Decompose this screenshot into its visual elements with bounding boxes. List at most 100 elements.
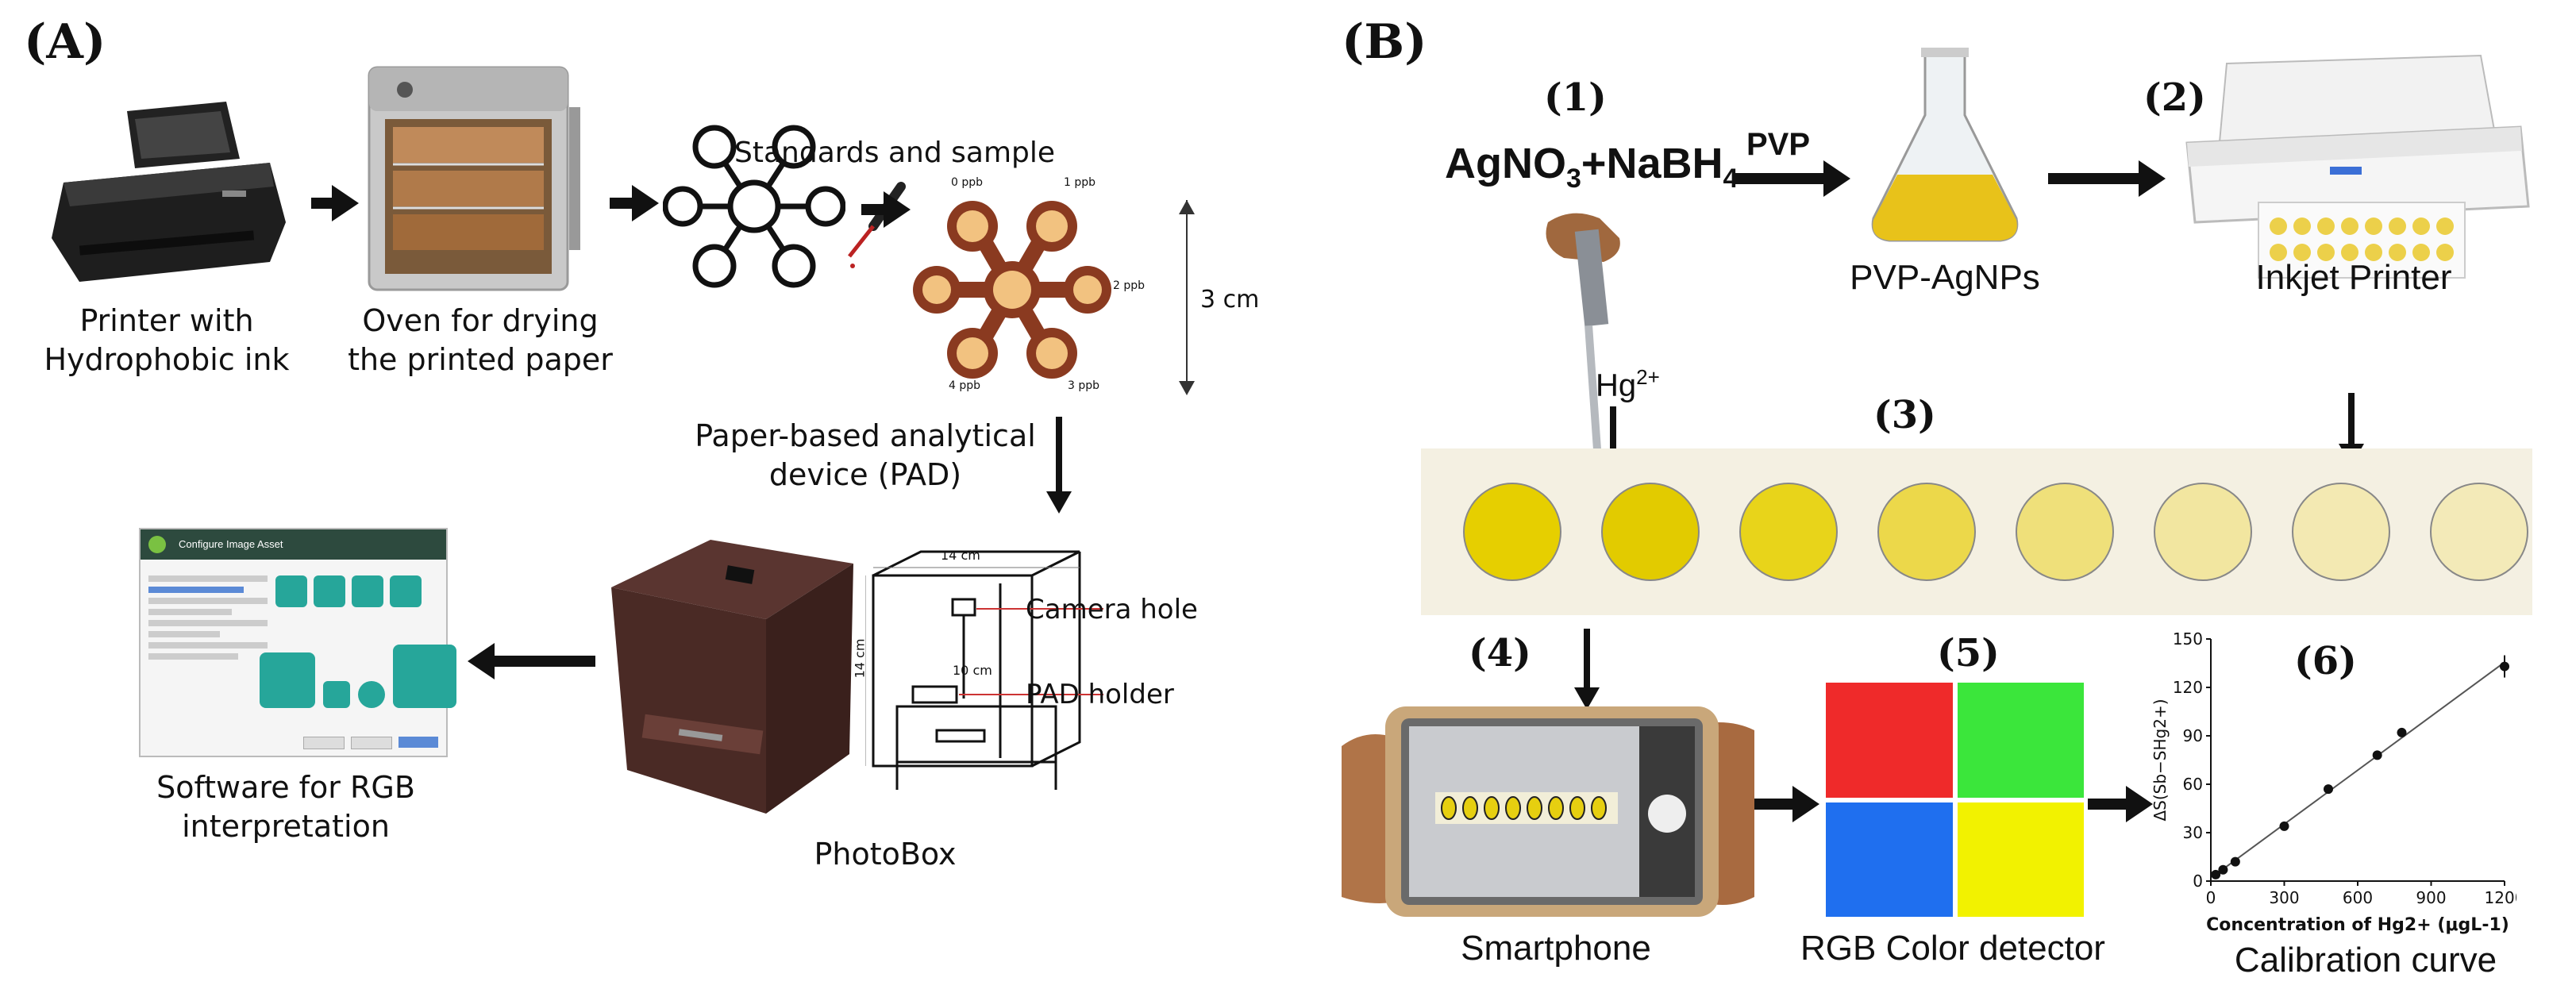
data-point-2 — [2230, 856, 2240, 867]
arrow-printer-to-oven — [311, 185, 359, 221]
step-2-label: (2) — [2143, 75, 2206, 120]
arrow-pad-to-photobox — [1046, 417, 1072, 514]
flask-image — [1871, 48, 2019, 242]
arrow-photobox-to-software — [468, 643, 595, 679]
arrow-smartphone-to-rgb — [1754, 786, 1819, 822]
rgb-detector-label: RGB Color detector — [1800, 929, 2105, 968]
step-4-label: (4) — [1469, 631, 1531, 675]
arrow-reagents-to-flask — [1735, 160, 1850, 197]
printed-pad-image — [913, 191, 1111, 389]
pad-label-2: 2 ppb — [1113, 279, 1146, 292]
y-tick-label-0: 0 — [2193, 872, 2203, 891]
rgb-blue-swatch — [1826, 802, 1953, 917]
well-2 — [1739, 483, 1838, 581]
photobox-caption: PhotoBox — [814, 837, 957, 872]
x-axis-title: Concentration of Hg2+ (μgL-1) — [2206, 915, 2509, 935]
data-point-3 — [2279, 821, 2289, 831]
y-tick-label-2: 60 — [2183, 775, 2203, 794]
step-5-label: (5) — [1937, 631, 2000, 675]
well-3 — [1877, 483, 1976, 581]
photobox-schematic — [865, 550, 1103, 790]
step-3-label: (3) — [1873, 393, 1936, 437]
x-tick-label-2: 600 — [2343, 888, 2373, 907]
y-tick-label-4: 120 — [2173, 678, 2203, 697]
software-window: Configure Image Asset — [139, 528, 456, 757]
arrow-flask-to-printer — [2048, 160, 2166, 197]
pad-size-label: 3 cm — [1200, 286, 1260, 314]
box-inner-label: 10 cm — [953, 663, 992, 678]
arrow-strip-to-smartphone — [1574, 629, 1600, 710]
rgb-red-swatch — [1826, 683, 1953, 798]
photobox-image — [611, 540, 853, 814]
y-tick-label-3: 90 — [2183, 726, 2203, 745]
reagents-formula: AgNO3+NaBH4 — [1445, 139, 1738, 194]
y-tick-label-1: 30 — [2183, 823, 2203, 842]
printer-caption: Printer with Hydrophobic ink — [24, 302, 310, 379]
pvp-label: PVP — [1746, 127, 1811, 162]
smartphone-image — [1342, 706, 1754, 917]
data-point-1 — [2218, 864, 2228, 875]
hg-text: Hg — [1596, 368, 1637, 403]
well-strip — [1421, 448, 2532, 615]
data-point-5 — [2372, 750, 2382, 760]
camera-hole-label: Camera hole — [1026, 594, 1198, 625]
pad-label-1: 1 ppb — [1064, 176, 1096, 189]
oven-image — [368, 66, 580, 291]
data-point-0 — [2211, 869, 2221, 879]
pipette-image — [1546, 213, 1620, 461]
arrow-printer-to-strip — [2339, 393, 2364, 466]
printer-caption-line2: Hydrophobic ink — [44, 341, 290, 377]
rgb-yellow-swatch — [1957, 802, 2084, 917]
x-tick-label-3: 900 — [2416, 888, 2446, 907]
well-1 — [1601, 483, 1700, 581]
pad-label-4: 4 ppb — [949, 379, 981, 392]
x-tick-label-0: 0 — [2206, 888, 2216, 907]
y-tick-label-5: 150 — [2173, 629, 2203, 649]
panel-a-label: (A) — [24, 14, 106, 70]
arrow-pad-to-printed-pad — [861, 191, 911, 228]
reagent-agno-sub: 3 — [1565, 163, 1581, 194]
oven-caption-line1: Oven for drying — [362, 303, 599, 338]
software-caption-line1: Software for RGB — [156, 770, 415, 805]
pad-outline-image — [663, 125, 845, 288]
rgb-color-grid — [1826, 683, 2084, 917]
software-caption-line2: interpretation — [182, 808, 390, 844]
reagent-nabh-sub: 4 — [1723, 163, 1739, 194]
well-4 — [2016, 483, 2114, 581]
pad-label-0: 0 ppb — [951, 176, 984, 189]
hg-superscript: 2+ — [1636, 365, 1660, 389]
printer-image — [52, 102, 286, 282]
software-caption: Software for RGB interpretation — [119, 768, 452, 845]
rgb-green-swatch — [1957, 683, 2084, 798]
panel-b-label: (B) — [1342, 14, 1427, 70]
well-5 — [2154, 483, 2252, 581]
arrow-oven-to-pad — [610, 185, 659, 221]
dimension-arrowhead-up — [1179, 200, 1195, 214]
inkjet-printer-image — [2185, 54, 2530, 279]
printer-caption-line1: Printer with — [79, 303, 254, 338]
android-logo-icon — [148, 536, 166, 553]
fit-line — [2215, 661, 2505, 876]
box-height-label: 14 cm — [852, 638, 868, 679]
arrow-rgb-to-chart — [2088, 786, 2153, 822]
well-6 — [2292, 483, 2390, 581]
hg-label: Hg2+ — [1596, 365, 1660, 403]
pvp-agnps-label: PVP-AgNPs — [1850, 258, 2040, 297]
pad-holder-label: PAD holder — [1026, 679, 1174, 710]
standards-sample-label: Standards and sample — [734, 137, 1056, 169]
calibration-chart: 030060090012000306090120150Concentration… — [2151, 629, 2516, 935]
pad-label-3: 3 ppb — [1068, 379, 1100, 392]
dimension-arrowhead-down — [1179, 381, 1195, 395]
software-title: Configure Image Asset — [179, 538, 283, 550]
inkjet-printer-label: Inkjet Printer — [2255, 258, 2452, 297]
oven-caption: Oven for drying the printed paper — [341, 302, 619, 379]
reagent-agno: AgNO — [1445, 140, 1566, 187]
oven-caption-line2: the printed paper — [348, 341, 613, 377]
data-point-6 — [2397, 727, 2407, 737]
pad-caption-line2: device (PAD) — [768, 456, 962, 492]
data-point-4 — [2324, 784, 2333, 795]
well-7 — [2430, 483, 2528, 581]
calibration-label: Calibration curve — [2234, 941, 2497, 980]
smartphone-label: Smartphone — [1461, 929, 1651, 968]
